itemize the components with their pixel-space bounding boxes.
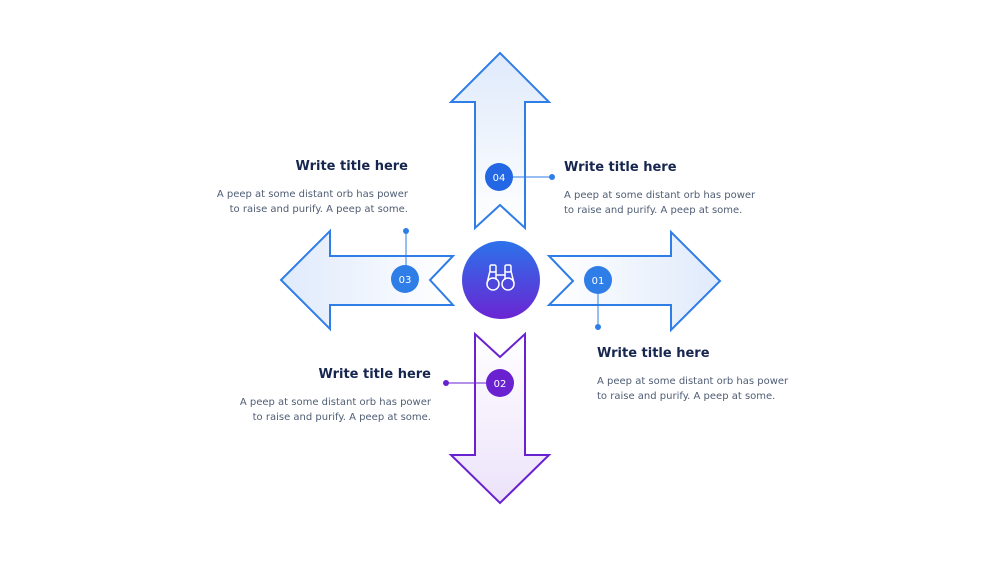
badge-03-label: 03 [399,275,412,286]
step-03-title: Write title here [295,159,408,174]
badge-03: 03 [391,265,419,293]
step-04-desc-line1: A peep at some distant orb has power [564,190,756,201]
step-04-description: A peep at some distant orb has power to … [564,188,784,218]
arrow-left [279,228,456,332]
step-01-desc-line1: A peep at some distant orb has power [597,376,789,387]
step-02-desc-line2: to raise and purify. A peep at some. [252,412,431,423]
arrow-down [448,331,552,505]
badge-02-label: 02 [494,379,507,390]
step-01-description: A peep at some distant orb has power to … [597,374,817,404]
badge-01: 01 [584,266,612,294]
connector-01 [595,290,601,330]
step-03-description: A peep at some distant orb has power to … [188,187,408,217]
step-01-title: Write title here [597,346,710,361]
step-04-text: Write title here A peep at some distant … [564,160,784,218]
connector-02 [443,380,489,386]
arrow-up [448,51,552,231]
step-01-text: Write title here A peep at some distant … [597,346,817,404]
badge-02: 02 [486,369,514,397]
step-02-description: A peep at some distant orb has power to … [211,395,431,425]
step-01-desc-line2: to raise and purify. A peep at some. [597,391,776,402]
binoculars-icon [486,264,515,291]
step-04-title: Write title here [564,160,677,175]
arrow-right [546,229,722,333]
step-03-desc-line2: to raise and purify. A peep at some. [229,204,408,215]
step-02-desc-line1: A peep at some distant orb has power [239,397,431,408]
badge-01-label: 01 [592,276,605,287]
badge-04: 04 [485,163,513,191]
step-03-text: Write title here A peep at some distant … [188,159,408,217]
step-04-desc-line2: to raise and purify. A peep at some. [564,205,743,216]
badge-04-label: 04 [493,173,506,184]
step-02-title: Write title here [318,367,431,382]
center-circle [462,241,540,319]
connector-03 [403,228,409,268]
connector-04 [512,174,555,180]
step-03-desc-line1: A peep at some distant orb has power [216,189,408,200]
step-02-text: Write title here A peep at some distant … [211,367,431,425]
